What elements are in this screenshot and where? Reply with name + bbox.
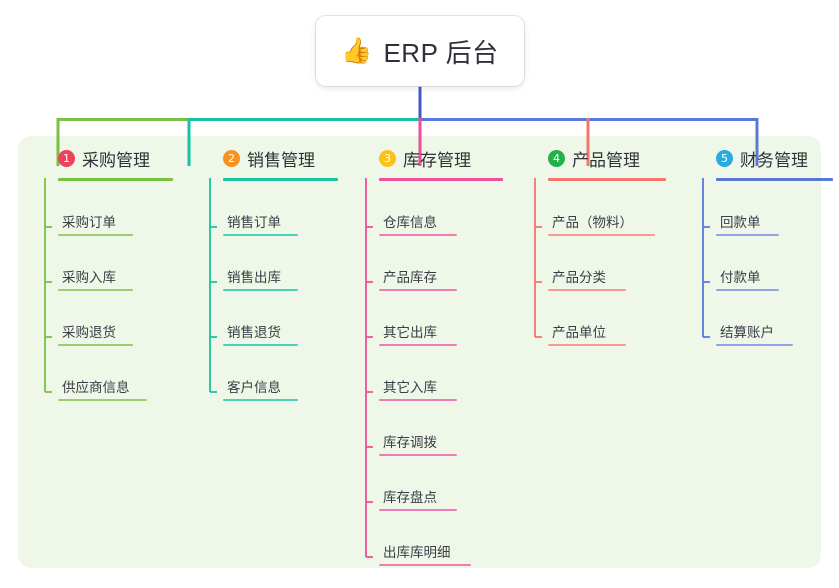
leaf-node[interactable]: 仓库信息	[379, 211, 457, 236]
leaf-node[interactable]: 其它出库	[379, 321, 457, 346]
leaf-underline	[548, 344, 626, 346]
diagram-panel-background	[18, 136, 821, 568]
leaf-label: 产品单位	[552, 325, 606, 340]
leaf-label: 回款单	[720, 215, 761, 230]
leaf-node[interactable]: 出库库明细	[379, 541, 471, 566]
root-node-card[interactable]: 👍 ERP 后台	[316, 16, 524, 86]
branch-column-finance: 5 财务管理 回款单 付款单 结算账户	[690, 146, 833, 346]
leaf-label: 产品分类	[552, 270, 606, 285]
leaf-node[interactable]: 销售出库	[223, 266, 298, 291]
leaf-label: 其它入库	[383, 380, 437, 395]
branch-header-underline	[223, 178, 338, 181]
leaf-label: 产品（物料）	[552, 215, 633, 230]
leaf-label: 结算账户	[720, 325, 774, 340]
leaf-label: 库存调拨	[383, 435, 437, 450]
branch-index-badge: 1	[58, 149, 75, 167]
root-node-content: 👍 ERP 后台	[341, 33, 498, 70]
leaf-underline	[379, 454, 457, 456]
leaf-underline	[223, 399, 298, 401]
branch-title: 采购管理	[82, 150, 150, 170]
branch-header-product[interactable]: 4 产品管理	[522, 146, 640, 170]
branch-column-product: 4 产品管理 产品（物料） 产品分类 产品单位	[522, 146, 666, 346]
leaf-underline	[58, 344, 133, 346]
branch-header-underline	[716, 178, 833, 181]
leaf-underline	[58, 234, 133, 236]
leaf-underline	[379, 344, 457, 346]
branch-header-underline	[548, 178, 666, 181]
branch-index-badge: 2	[223, 149, 240, 167]
leaf-node[interactable]: 库存调拨	[379, 431, 457, 456]
leaf-underline	[379, 564, 471, 566]
leaf-node[interactable]: 付款单	[716, 266, 779, 291]
root-node-title: ERP 后台	[383, 37, 499, 68]
leaf-underline	[548, 234, 655, 236]
leaf-node[interactable]: 产品库存	[379, 266, 457, 291]
leaf-underline	[548, 289, 626, 291]
leaf-underline	[58, 399, 147, 401]
branch-title: 产品管理	[572, 150, 640, 170]
leaf-label: 销售出库	[227, 270, 281, 285]
leaf-node[interactable]: 产品分类	[548, 266, 626, 291]
leaf-underline	[223, 234, 298, 236]
leaf-label: 库存盘点	[383, 490, 437, 505]
leaf-node[interactable]: 结算账户	[716, 321, 793, 346]
leaf-underline	[379, 289, 457, 291]
leaf-underline	[379, 234, 457, 236]
leaf-node[interactable]: 库存盘点	[379, 486, 457, 511]
branch-index-badge: 3	[379, 149, 396, 167]
branch-header-sales[interactable]: 2 销售管理	[197, 146, 315, 170]
leaf-node[interactable]: 销售退货	[223, 321, 298, 346]
leaf-underline	[379, 509, 457, 511]
leaf-node[interactable]: 产品（物料）	[548, 211, 655, 236]
leaf-underline	[223, 344, 298, 346]
leaf-label: 产品库存	[383, 270, 437, 285]
leaf-label: 销售订单	[227, 215, 281, 230]
branch-title: 销售管理	[247, 150, 315, 170]
branch-index-badge: 5	[716, 149, 733, 167]
leaf-label: 出库库明细	[383, 545, 451, 560]
leaf-node[interactable]: 销售订单	[223, 211, 298, 236]
leaf-node[interactable]: 采购入库	[58, 266, 133, 291]
leaf-node[interactable]: 回款单	[716, 211, 779, 236]
leaf-label: 销售退货	[227, 325, 281, 340]
branch-column-inventory: 3 库存管理 仓库信息 产品库存 其它出库 其它入库 库存调拨 库存盘点	[353, 146, 503, 566]
leaf-node[interactable]: 供应商信息	[58, 376, 147, 401]
leaf-underline	[716, 289, 779, 291]
leaf-label: 其它出库	[383, 325, 437, 340]
leaf-underline	[716, 234, 779, 236]
branch-column-sales: 2 销售管理 销售订单 销售出库 销售退货 客户信息	[197, 146, 338, 401]
branch-title: 财务管理	[740, 150, 808, 170]
leaf-node[interactable]: 采购退货	[58, 321, 133, 346]
leaf-underline	[379, 399, 457, 401]
leaf-underline	[223, 289, 298, 291]
branch-header-inventory[interactable]: 3 库存管理	[353, 146, 471, 170]
branch-title: 库存管理	[403, 150, 471, 170]
leaf-label: 采购退货	[62, 325, 116, 340]
leaf-label: 采购入库	[62, 270, 116, 285]
leaf-node[interactable]: 客户信息	[223, 376, 298, 401]
leaf-label: 付款单	[720, 270, 761, 285]
branch-header-underline	[379, 178, 503, 181]
thumbs-up-icon: 👍	[341, 36, 373, 65]
branch-header-purchase[interactable]: 1 采购管理	[32, 146, 150, 170]
leaf-underline	[716, 344, 793, 346]
leaf-node[interactable]: 其它入库	[379, 376, 457, 401]
branch-header-finance[interactable]: 5 财务管理	[690, 146, 808, 170]
leaf-underline	[58, 289, 133, 291]
branch-index-badge: 4	[548, 149, 565, 167]
leaf-node[interactable]: 产品单位	[548, 321, 626, 346]
leaf-label: 采购订单	[62, 215, 116, 230]
branch-header-underline	[58, 178, 173, 181]
leaf-label: 客户信息	[227, 380, 281, 395]
leaf-label: 仓库信息	[383, 215, 437, 230]
leaf-node[interactable]: 采购订单	[58, 211, 133, 236]
leaf-label: 供应商信息	[62, 380, 130, 395]
branch-column-purchase: 1 采购管理 采购订单 采购入库 采购退货 供应商信息	[32, 146, 173, 401]
